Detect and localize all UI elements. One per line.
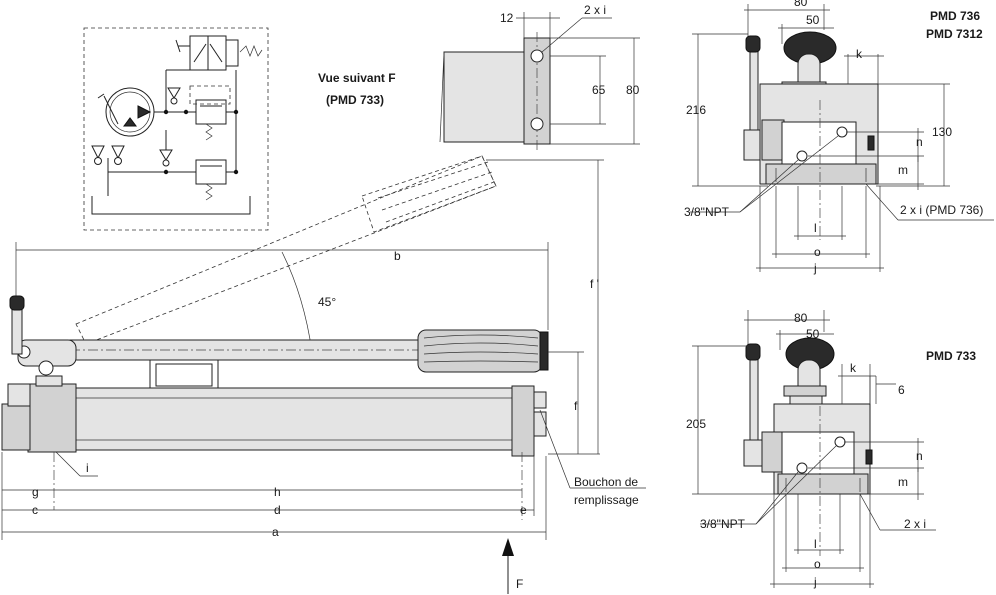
pmd736-model-1: PMD 736 xyxy=(930,9,980,23)
pmd733-dim-l: l xyxy=(814,537,817,551)
pmd733-end-view: PMD 733 80 50 205 xyxy=(686,310,976,589)
pmd736-port: 2 x i (PMD 736) xyxy=(900,203,983,217)
dim-12: 12 xyxy=(500,11,514,25)
pmd733-dim-k: k xyxy=(850,361,857,375)
dim-a: a xyxy=(272,525,279,539)
pmd736-dim-o: o xyxy=(814,245,821,259)
pmd733-dim-n: n xyxy=(916,449,923,463)
fill-plug-label-2: remplissage xyxy=(574,493,639,507)
pmd733-dim-205: 205 xyxy=(686,417,706,431)
pmd733-dim-j: j xyxy=(813,575,817,589)
pmd736-dim-n: n xyxy=(916,135,923,149)
pmd733-port: 2 x i xyxy=(904,517,926,531)
pmd733-dim-o: o xyxy=(814,557,821,571)
view-title-line2: (PMD 733) xyxy=(326,93,384,107)
dim-b: b xyxy=(394,249,401,263)
pmd736-dim-130: 130 xyxy=(932,125,952,139)
angle-45: 45° xyxy=(318,295,336,309)
pmd733-dim-80: 80 xyxy=(794,311,808,325)
view-f-detail: Vue suivant F (PMD 733) 12 2 x i 65 80 xyxy=(318,3,640,150)
pmd736-dim-l: l xyxy=(814,221,817,235)
pmd736-dim-k: k xyxy=(856,47,863,61)
dim-i: i xyxy=(86,461,89,475)
arrow-f-label: F xyxy=(516,577,523,591)
pmd736-end-view: PMD 736 PMD 7312 80 50 2 xyxy=(684,0,994,275)
pmd736-dim-50: 50 xyxy=(806,13,820,27)
pump-side-view: 45° b xyxy=(1,155,646,594)
pmd733-dim-6: 6 xyxy=(898,383,905,397)
dim-f-prime: f ' xyxy=(590,277,599,291)
pmd736-npt: 3/8"NPT xyxy=(684,205,730,219)
dim-f: f xyxy=(574,399,578,413)
dim-e: e xyxy=(520,503,527,517)
pmd733-dim-m: m xyxy=(898,475,908,489)
dim-d: d xyxy=(274,503,281,517)
dim-2xi-top: 2 x i xyxy=(584,3,606,17)
dim-65: 65 xyxy=(592,83,606,97)
dim-h: h xyxy=(274,485,281,499)
pmd733-model: PMD 733 xyxy=(926,349,976,363)
pmd736-dim-m: m xyxy=(898,163,908,177)
fill-plug-label-1: Bouchon de xyxy=(574,475,638,489)
pmd733-npt: 3/8"NPT xyxy=(700,517,746,531)
view-title-line1: Vue suivant F xyxy=(318,71,396,85)
pmd736-model-2: PMD 7312 xyxy=(926,27,983,41)
dim-80-top: 80 xyxy=(626,83,640,97)
pmd733-dim-50: 50 xyxy=(806,327,820,341)
pmd736-dim-j: j xyxy=(813,261,817,275)
hydraulic-schematic xyxy=(83,27,269,231)
dim-c: c xyxy=(32,503,38,517)
pmd736-dim-216: 216 xyxy=(686,103,706,117)
pmd736-dim-80: 80 xyxy=(794,0,808,9)
dim-g: g xyxy=(32,485,39,499)
